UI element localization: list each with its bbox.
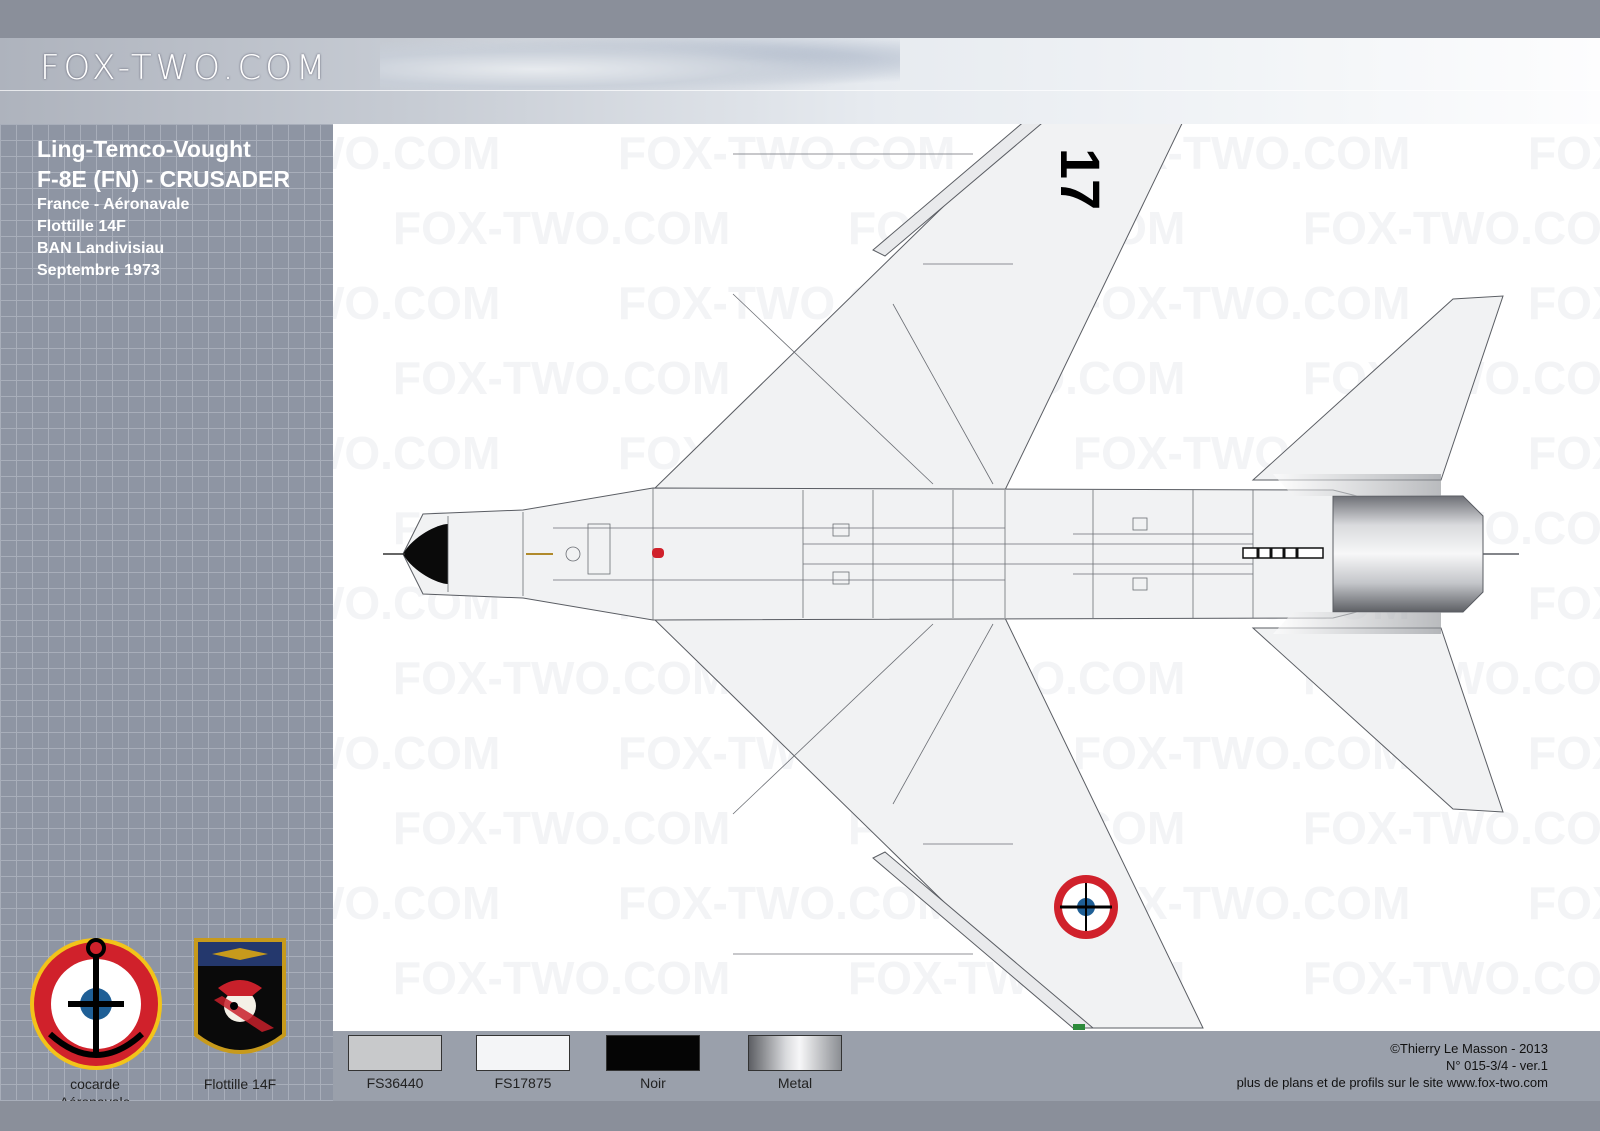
watermark-text: FOX-TWO.COM [1528, 877, 1600, 929]
wing-roundel [1054, 875, 1118, 939]
watermark-text: FOX-TWO.COM [1073, 727, 1411, 779]
header-banner: FOX-TWO.COM [0, 38, 1600, 124]
unit: Flottille 14F [37, 218, 126, 235]
tail-hook-ladder [1242, 547, 1324, 559]
lower-wing [651, 617, 1204, 1029]
watermark-text: FOX-TWO.COM [1528, 727, 1600, 779]
upper-wing [651, 124, 1183, 491]
watermark-text: FOX-TWO.COM [393, 202, 731, 254]
nav-light-lower [1073, 1024, 1085, 1030]
aircraft-top-view: 17 [383, 124, 1519, 1030]
watermark-text: FOX-TWO.COM [333, 277, 501, 329]
nose-cone [403, 524, 448, 584]
watermark-text: FOX-TWO.COM [1073, 277, 1411, 329]
watermark-text: FOX-TWO.COM [1528, 427, 1600, 479]
watermark-text: FOX-TWO.COM [1303, 802, 1600, 854]
country: France - Aéronavale [37, 196, 190, 213]
watermark-text: FOX-TWO.COM [1528, 577, 1600, 629]
stabilizer-root-lower [1273, 612, 1441, 634]
reference: N° 015-3/4 - ver.1 [1445, 1058, 1548, 1073]
copyright: ©Thierry Le Masson - 2013 [1390, 1041, 1548, 1056]
sky-decoration [380, 38, 900, 90]
info-sidebar [0, 124, 333, 1101]
aircraft-number: 17 [1049, 148, 1112, 210]
stabilizer-root-upper [1273, 474, 1441, 496]
watermark-text: FOX-TWO.COM [393, 952, 731, 1004]
watermark-text: FOX-TWO.COM [393, 352, 731, 404]
watermark-text: FOX-TWO.COM [333, 127, 501, 179]
swatch-label: FS36440 [366, 1075, 424, 1091]
watermark-text: FOX-TWO.COM [1303, 202, 1600, 254]
model: F-8E (FN) - CRUSADER [37, 166, 290, 192]
watermark-text: FOX-TWO.COM [393, 652, 731, 704]
drawing-canvas: FOX-TWO.COM FOX-TWO.COM FOX-TWO.COM FOX-TWO… [333, 124, 1600, 1031]
watermark-text: FOX-TWO.COM [333, 877, 501, 929]
date: Septembre 1973 [37, 262, 160, 279]
upper-stabilizer [1251, 295, 1504, 481]
cocarde-insignia [30, 938, 162, 1070]
watermark-text: FOX-TWO.COM [618, 127, 956, 179]
swatch-box [606, 1035, 700, 1071]
swatch-box [348, 1035, 442, 1071]
exhaust-nozzle [1332, 495, 1484, 613]
watermark-text: FOX-TWO.COM [333, 427, 501, 479]
watermark-text: FOX-TWO.COM [618, 877, 956, 929]
watermark-text: FOX-TWO.COM [1528, 277, 1600, 329]
lower-stabilizer [1251, 627, 1504, 813]
manufacturer: Ling-Temco-Vought [37, 136, 251, 162]
swatch-label: Metal [777, 1075, 813, 1091]
swatch-box [748, 1035, 842, 1071]
site-link[interactable]: plus de plans et de profils sur le site … [1236, 1075, 1548, 1090]
watermark-text: FOX-TWO.COM [1303, 952, 1600, 1004]
anchor-icon [47, 954, 145, 1058]
top-strip [0, 0, 1600, 38]
watermark-text: FOX-TWO.COM [1528, 127, 1600, 179]
watermark-text: FOX-TWO.COM [393, 802, 731, 854]
upper-wing-leading-edge [872, 124, 1042, 257]
flottille-insignia [194, 938, 286, 1054]
panel-lines [447, 153, 1254, 955]
base: BAN Landivisiau [37, 240, 165, 257]
header-rule [0, 90, 1600, 91]
watermark-text: FOX-TWO.COM [333, 727, 501, 779]
flottille-label: Flottille 14F [203, 1076, 277, 1092]
swatch-label: FS17875 [494, 1075, 552, 1091]
aircraft-info: Ling-Temco-Vought F-8E (FN) - CRUSADER F… [37, 134, 290, 282]
red-marker [652, 548, 664, 558]
lower-wing-leading-edge [872, 851, 1095, 1029]
swatch-label: Noir [640, 1075, 666, 1091]
bottom-strip [0, 1101, 1600, 1131]
swatch-box [476, 1035, 570, 1071]
site-logo[interactable]: FOX-TWO.COM [40, 48, 330, 88]
cocarde-label-1: cocarde [70, 1076, 120, 1092]
